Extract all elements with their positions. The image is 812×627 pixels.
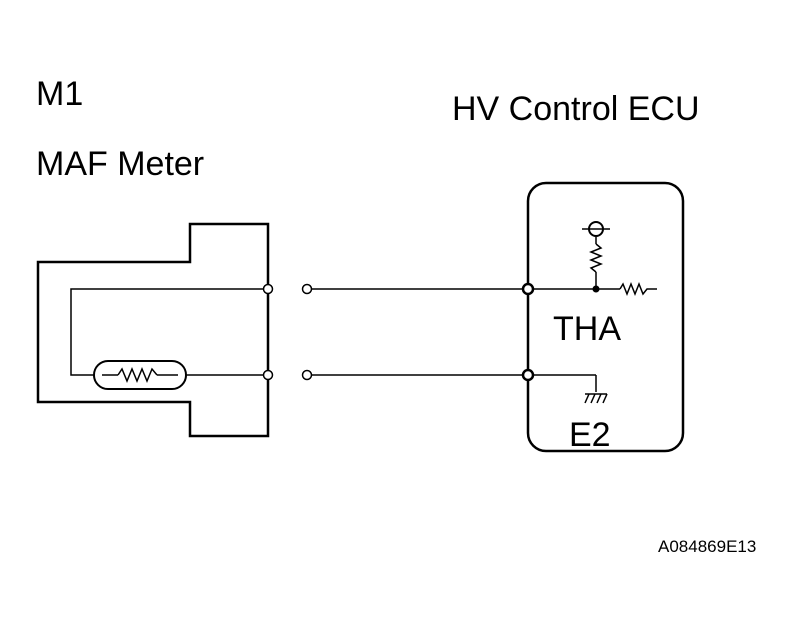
harness-terminal-upper [301, 283, 313, 295]
meter-terminal-lower [262, 369, 274, 381]
ecu-terminal-e2 [521, 368, 535, 382]
ecu-box [526, 181, 685, 453]
sensor-loop [70, 288, 268, 376]
terminal-label-tha: THA [553, 310, 621, 348]
connector-name: MAF Meter [36, 145, 204, 183]
connector-code: M1 [36, 75, 83, 113]
terminal-label-e2: E2 [569, 416, 611, 454]
ecu-title: HV Control ECU [452, 90, 700, 128]
meter-terminal-upper [262, 283, 274, 295]
ecu-terminal-tha [521, 282, 535, 296]
harness-terminal-lower [301, 369, 313, 381]
maf-meter-housing [36, 222, 270, 438]
ecu-load-resistor-icon [619, 281, 657, 297]
ground-icon [584, 393, 608, 404]
figure-id: A084869E13 [658, 537, 756, 556]
pullup-resistor-icon [588, 243, 604, 273]
thermistor-resistor-icon [117, 367, 158, 383]
